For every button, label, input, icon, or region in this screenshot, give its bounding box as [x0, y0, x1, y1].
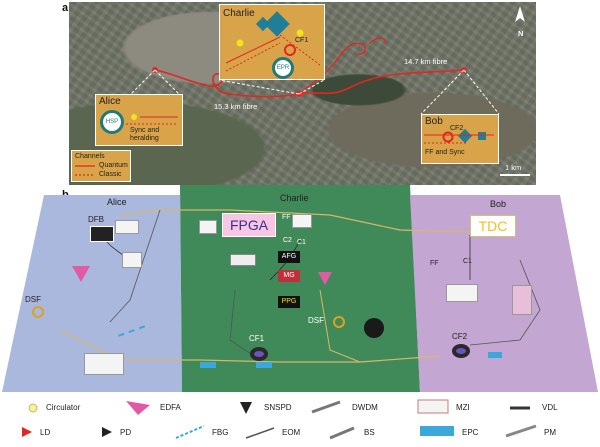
satellite-map: 15.3 km fibre 14.7 km fibre N 1 km Alice… [69, 2, 536, 185]
alice-pd-box [122, 252, 142, 268]
legend-ld: LD [40, 428, 51, 437]
legend-dwdm: DWDM [352, 403, 378, 412]
panel-a-label: a [62, 2, 69, 14]
charlie-inset-title: Charlie [223, 8, 255, 19]
alice-inset-note: Sync and heralding [130, 127, 160, 142]
channel-quantum: Quantum [99, 162, 128, 169]
compass-label: N [518, 29, 524, 38]
bob-ff-label: FF [430, 260, 439, 267]
scale-bar [500, 174, 530, 176]
epr-source: EPR [272, 57, 294, 79]
charlie-dsf-label: DSF [308, 316, 324, 325]
alice-edfa-icon [72, 266, 90, 282]
charlie-pm-array [230, 254, 256, 266]
legend-circulator: Circulator [46, 403, 81, 412]
charlie-zone-title: Charlie [280, 193, 309, 203]
alice-driver-box [115, 220, 139, 234]
channel-classic: Classic [99, 171, 122, 178]
channels-title: Channels [75, 153, 105, 160]
dfb-label: DFB [88, 215, 104, 224]
legend-mzi: MZI [456, 403, 470, 412]
alice-dsf-label: DSF [25, 295, 41, 304]
legend-epc: EPC [462, 428, 479, 437]
channels-legend: Channels Quantum Classic [71, 150, 131, 182]
charlie-c2-label: C2 [283, 237, 292, 244]
alice-mzi-module [84, 353, 124, 375]
cf2-label: CF2 [452, 332, 468, 341]
legend-pm: PM [544, 428, 556, 437]
legend-bs: BS [364, 428, 375, 437]
cf1-inset-label: CF1 [295, 37, 309, 44]
north-arrow-icon [513, 6, 527, 32]
legend-snspd: SNSPD [264, 403, 292, 412]
charlie-c1-label: C1 [297, 239, 306, 246]
charlie-epc-1 [200, 362, 216, 368]
dfb-laser-module [90, 226, 114, 242]
fibre-length-right: 14.7 km fibre [404, 57, 448, 66]
bob-inset-title: Bob [425, 116, 443, 127]
bob-zone-title: Bob [490, 199, 507, 209]
alice-channel-arrows [126, 114, 178, 125]
alice-inset-title: Alice [99, 96, 121, 107]
cf1-filter-icon [250, 347, 268, 361]
fibre-route [130, 37, 500, 115]
legend-icons [22, 399, 537, 440]
mg-box: MG [278, 270, 300, 282]
fibre-length-left: 15.3 km fibre [214, 102, 258, 111]
legend-vdl: VDL [542, 403, 558, 412]
cf2-inset-label: CF2 [450, 125, 464, 132]
bob-c1-label: C1 [463, 258, 472, 265]
hsp-source: HSP [100, 110, 124, 134]
legend-edfa: EDFA [160, 403, 181, 412]
charlie-inset: Charlie CF1 EPR [219, 4, 325, 80]
scale-bar-label: 1 km [505, 163, 522, 172]
bob-pd-box [446, 284, 478, 302]
tdc-box: TDC [470, 215, 516, 237]
ppg-box: PPG [278, 296, 300, 308]
alice-dsf-coil-icon [32, 306, 44, 318]
legend-pd: PD [120, 428, 132, 437]
cf2-filter-icon [452, 344, 470, 358]
charlie-pd-box [292, 214, 312, 228]
charlie-dsf-coil-icon [333, 316, 345, 328]
legend-eom: EOM [282, 428, 301, 437]
charlie-ld-box [199, 220, 217, 234]
fpga-box: FPGA [222, 213, 276, 237]
bob-inset-note: FF and Sync [425, 149, 465, 156]
bob-inset: Bob CF2 FF and Sync [421, 114, 499, 164]
charlie-inset-drawing [225, 11, 321, 72]
component-legend: Circulator EDFA SNSPD DWDM MZI VDL LD PD… [0, 396, 600, 447]
afg-box: AFG [278, 251, 300, 263]
bob-mzi-module [512, 285, 532, 315]
channels-legend-lines [75, 165, 95, 176]
bob-inset-drawing [424, 128, 494, 144]
charlie-epc-2 [256, 362, 272, 368]
alice-zone-title: Alice [107, 197, 127, 207]
cf1-label: CF1 [249, 334, 265, 343]
legend-fbg: FBG [212, 428, 229, 437]
alice-inset: Alice HSP Sync and heralding [95, 94, 183, 146]
charlie-edfa-icon [318, 272, 332, 285]
charlie-ff-label: FF [282, 214, 291, 221]
bob-epc [488, 352, 502, 358]
snspd-icon [364, 318, 384, 338]
